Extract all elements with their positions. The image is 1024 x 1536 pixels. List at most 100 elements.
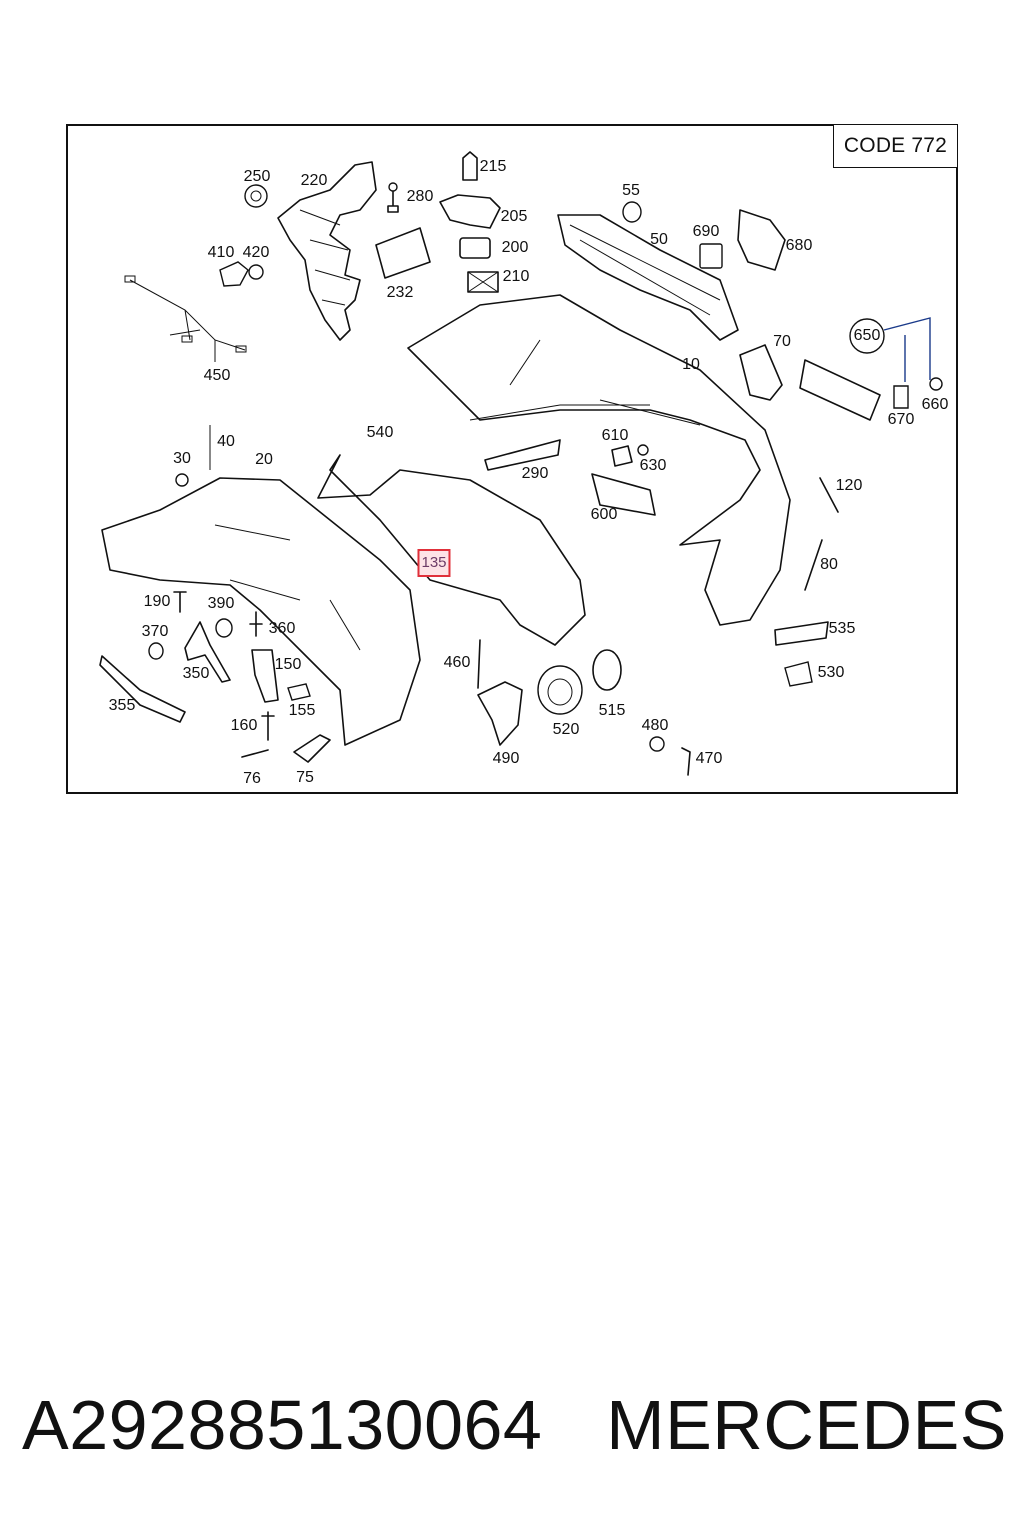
code-label: CODE 772 bbox=[843, 134, 948, 157]
label-660: 660 bbox=[921, 396, 949, 413]
bracket-490 bbox=[477, 681, 523, 746]
label-630: 630 bbox=[639, 457, 667, 474]
trim-120 bbox=[819, 477, 839, 513]
bumper-cover-10 bbox=[407, 294, 791, 626]
code-label-box: CODE 772 bbox=[833, 124, 958, 168]
harness-450 bbox=[129, 279, 246, 351]
ring-515 bbox=[592, 649, 622, 691]
label-355: 355 bbox=[108, 697, 136, 714]
sensor-410 bbox=[219, 261, 249, 287]
label-50: 50 bbox=[650, 231, 668, 248]
bracket-220 bbox=[277, 161, 377, 341]
label-360: 360 bbox=[268, 620, 296, 637]
strip-290 bbox=[484, 439, 561, 471]
beam-50 bbox=[557, 214, 739, 341]
label-76: 76 bbox=[243, 770, 261, 787]
label-420: 420 bbox=[242, 244, 270, 261]
bolt-480 bbox=[649, 736, 665, 752]
label-120: 120 bbox=[835, 477, 863, 494]
label-30: 30 bbox=[173, 450, 191, 467]
label-232: 232 bbox=[386, 284, 414, 301]
label-535: 535 bbox=[828, 620, 856, 637]
label-290: 290 bbox=[521, 465, 549, 482]
footer: A292885130064 MERCEDES bbox=[22, 1380, 1007, 1470]
label-470: 470 bbox=[695, 750, 723, 767]
grommet-390 bbox=[215, 618, 233, 638]
label-70: 70 bbox=[773, 333, 791, 350]
trim-80 bbox=[804, 539, 823, 591]
label-540: 540 bbox=[366, 424, 394, 441]
grommet-55 bbox=[622, 201, 642, 223]
clip-190 bbox=[173, 591, 187, 613]
bracket-75 bbox=[293, 734, 331, 763]
label-460: 460 bbox=[443, 654, 471, 671]
screw-280 bbox=[387, 189, 399, 213]
diffuser-540 bbox=[317, 454, 586, 646]
label-220: 220 bbox=[300, 172, 328, 189]
label-490: 490 bbox=[492, 750, 520, 767]
ring-420 bbox=[248, 264, 264, 280]
bolt-470 bbox=[681, 747, 691, 776]
label-10: 10 bbox=[682, 356, 700, 373]
label-670: 670 bbox=[887, 411, 915, 428]
label-150: 150 bbox=[274, 656, 302, 673]
screw-160 bbox=[261, 711, 275, 741]
bracket-530 bbox=[784, 661, 813, 687]
lower-bumper-20 bbox=[101, 477, 421, 746]
label-200: 200 bbox=[501, 239, 529, 256]
label-530: 530 bbox=[817, 664, 845, 681]
label-20: 20 bbox=[255, 451, 273, 468]
label-280: 280 bbox=[406, 188, 434, 205]
strip-535 bbox=[774, 621, 829, 646]
label-55: 55 bbox=[622, 182, 640, 199]
screw-360 bbox=[249, 611, 263, 637]
label-160: 160 bbox=[230, 717, 258, 734]
label-350: 350 bbox=[182, 665, 210, 682]
label-600: 600 bbox=[590, 506, 618, 523]
label-210: 210 bbox=[502, 268, 530, 285]
pad-210 bbox=[467, 271, 499, 293]
label-690: 690 bbox=[692, 223, 720, 240]
label-520: 520 bbox=[552, 721, 580, 738]
part-number: A292885130064 bbox=[22, 1386, 543, 1464]
cover-200 bbox=[459, 237, 491, 259]
clip-76 bbox=[241, 749, 269, 758]
label-250: 250 bbox=[243, 168, 271, 185]
label-80: 80 bbox=[820, 556, 838, 573]
flap-232 bbox=[375, 227, 431, 279]
clip-670 bbox=[893, 385, 909, 409]
plate-holder bbox=[799, 359, 881, 421]
plate-group-650 bbox=[849, 318, 885, 354]
housing-520 bbox=[537, 665, 583, 715]
label-215: 215 bbox=[479, 158, 507, 175]
sensor-610 bbox=[611, 445, 633, 467]
label-410: 410 bbox=[207, 244, 235, 261]
bracket-680 bbox=[737, 209, 786, 271]
bracket-70 bbox=[739, 344, 783, 401]
clip-215 bbox=[462, 151, 478, 181]
bracket-205 bbox=[439, 194, 501, 229]
label-190: 190 bbox=[143, 593, 171, 610]
label-75: 75 bbox=[296, 769, 314, 786]
grommet-250 bbox=[244, 184, 268, 208]
label-155: 155 bbox=[288, 702, 316, 719]
screw-660 bbox=[929, 377, 943, 391]
label-370: 370 bbox=[141, 623, 169, 640]
module-690 bbox=[699, 243, 723, 269]
bracket-350 bbox=[184, 621, 231, 683]
label-650: 650 bbox=[853, 327, 881, 344]
grommet-370 bbox=[148, 642, 164, 660]
label-205: 205 bbox=[500, 208, 528, 225]
bracket-600 bbox=[591, 473, 656, 516]
rod-460 bbox=[477, 639, 481, 689]
label-450: 450 bbox=[203, 367, 231, 384]
clip-155 bbox=[287, 683, 311, 701]
label-680: 680 bbox=[785, 237, 813, 254]
label-40: 40 bbox=[217, 433, 235, 450]
nut-30 bbox=[175, 473, 189, 487]
trim-355 bbox=[99, 655, 186, 723]
label-390: 390 bbox=[207, 595, 235, 612]
bracket-150 bbox=[251, 649, 279, 703]
label-480: 480 bbox=[641, 717, 669, 734]
